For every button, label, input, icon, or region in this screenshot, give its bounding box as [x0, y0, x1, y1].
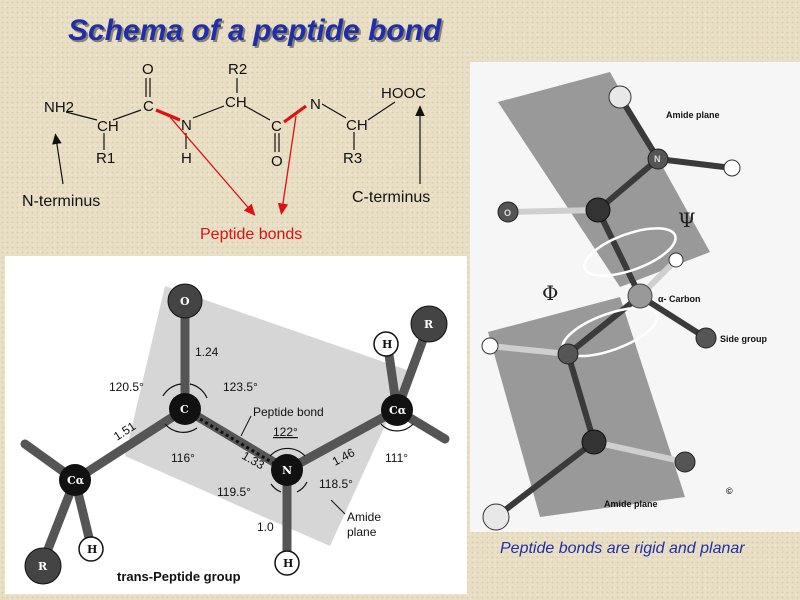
atom-h-right	[723, 159, 741, 177]
copyright-mark: ©	[726, 486, 733, 496]
atom-n-top	[647, 148, 669, 170]
atom-o-top-label: O	[504, 208, 511, 218]
schema-o2: O	[271, 153, 283, 170]
amide-plane-pointer	[330, 499, 346, 515]
n-terminus-arrow	[52, 133, 64, 185]
atom-c-label: C	[180, 403, 189, 416]
angle-116: 116°	[171, 451, 195, 465]
atom-n-bottom	[557, 343, 579, 365]
atom-r-left	[24, 547, 62, 585]
schema-ch3: CH	[346, 117, 368, 134]
atom-ca-right-label: Cα	[389, 404, 407, 417]
atom-n-label: N	[282, 464, 292, 477]
caption-text: Peptide bonds are rigid and planar	[500, 540, 745, 557]
peptide-bond-arrow-2	[277, 115, 297, 216]
amide-plane-shade	[125, 286, 410, 546]
atom-ca-left	[59, 464, 91, 496]
atom-c-bottom	[581, 429, 607, 455]
atom-h-left	[481, 337, 499, 355]
amide-plane-top-label: Amide plane	[666, 110, 720, 120]
bond-length-nh: 1.0	[257, 520, 274, 534]
schema-c2: C	[271, 118, 282, 135]
schema-bonds	[65, 78, 396, 152]
amide-planes-figure: N O Amide plane Amide plane Ψ Φ α- Carbo…	[481, 72, 768, 531]
atom-o-bottom	[674, 451, 696, 473]
atom-o	[167, 283, 203, 319]
schema-nh2: NH2	[44, 99, 74, 116]
atom-n-top-label: N	[654, 154, 661, 164]
schema-n1: N	[181, 117, 192, 134]
amide-plane-top	[498, 72, 710, 287]
angle-122: 122°	[273, 425, 298, 439]
schema-c1: C	[143, 98, 154, 115]
angle-123-5: 123.5°	[223, 380, 258, 394]
schema-ch2: CH	[225, 94, 247, 111]
schema-r3: R3	[343, 150, 362, 167]
atom-r-top	[410, 305, 448, 343]
phi-symbol: Φ	[542, 281, 558, 305]
atom-r-left-label: R	[38, 560, 48, 573]
atom-ca-left-label: Cα	[67, 474, 85, 487]
peptide-schema: NH2 CH R1 O C N H R2 CH C O N CH R3 HOOC…	[22, 61, 430, 243]
amide-plane-label-1: Amide	[347, 510, 381, 524]
angle-111: 111°	[385, 451, 408, 465]
peptide-bond-arrow-1	[169, 116, 256, 216]
atom-h-bottom	[274, 550, 300, 576]
alpha-carbon-label: α- Carbon	[658, 294, 701, 304]
schema-h1: H	[181, 150, 192, 167]
atom-alpha-carbon	[627, 283, 653, 309]
peptide-bond-line-2	[283, 104, 307, 124]
peptide-bonds-label: Peptide bonds	[200, 226, 302, 243]
angle-120-5: 120.5°	[109, 380, 144, 394]
atom-h-top	[608, 85, 632, 109]
angle-118-5: 118.5°	[319, 477, 353, 491]
trans-peptide-panel: O C N Cα Cα R H R H H 1.24 1.51 1.33	[5, 256, 467, 594]
atom-h-left-label: H	[87, 543, 97, 556]
atom-h-bottom	[482, 503, 510, 531]
amide-plane-label-2: plane	[347, 525, 377, 539]
atom-h-bottom-label: H	[283, 557, 293, 570]
trans-peptide-figure: O C N Cα Cα R H R H H 1.24 1.51 1.33	[20, 283, 450, 585]
atom-h-top-label: H	[382, 338, 392, 351]
peptide-bond-pointer	[240, 415, 252, 437]
angle-119-5: 119.5°	[217, 485, 251, 499]
slide-title: Schema of a peptide bond	[68, 14, 442, 47]
side-group-label: Side group	[720, 334, 768, 344]
peptide-bond-highlight	[194, 414, 284, 471]
amide-plane-bottom-label: Amide plane	[604, 499, 658, 509]
atom-c	[169, 393, 201, 425]
peptide-bond-line-1	[155, 108, 181, 122]
schema-r1: R1	[96, 150, 115, 167]
atom-o-label: O	[180, 295, 190, 308]
schema-r2: R2	[228, 61, 247, 78]
atom-c-top	[585, 197, 611, 223]
atom-h-alpha	[668, 252, 684, 268]
atom-n	[271, 454, 303, 486]
atom-side-group	[695, 327, 717, 349]
atom-r-top-label: R	[424, 318, 434, 331]
atom-ca-right	[381, 394, 413, 426]
atom-h-top	[373, 331, 399, 357]
amide-planes-panel: N O Amide plane Amide plane Ψ Φ α- Carbo…	[470, 62, 800, 532]
c-terminus-label: C-terminus	[352, 189, 430, 206]
n-terminus-label: N-terminus	[22, 193, 100, 210]
peptide-bond-label: Peptide bond	[253, 405, 324, 419]
schema-hooc: HOOC	[381, 85, 426, 102]
psi-rotation-arc	[583, 227, 677, 277]
schema-ch1: CH	[97, 118, 119, 135]
atom-h-left	[78, 536, 104, 562]
atom-o-top	[497, 201, 519, 223]
trans-peptide-group-label: trans-Peptide group	[117, 569, 241, 584]
schema-n2: N	[310, 96, 321, 113]
psi-symbol: Ψ	[678, 208, 696, 232]
bond-length-co: 1.24	[195, 345, 219, 359]
schema-o1: O	[142, 61, 154, 78]
